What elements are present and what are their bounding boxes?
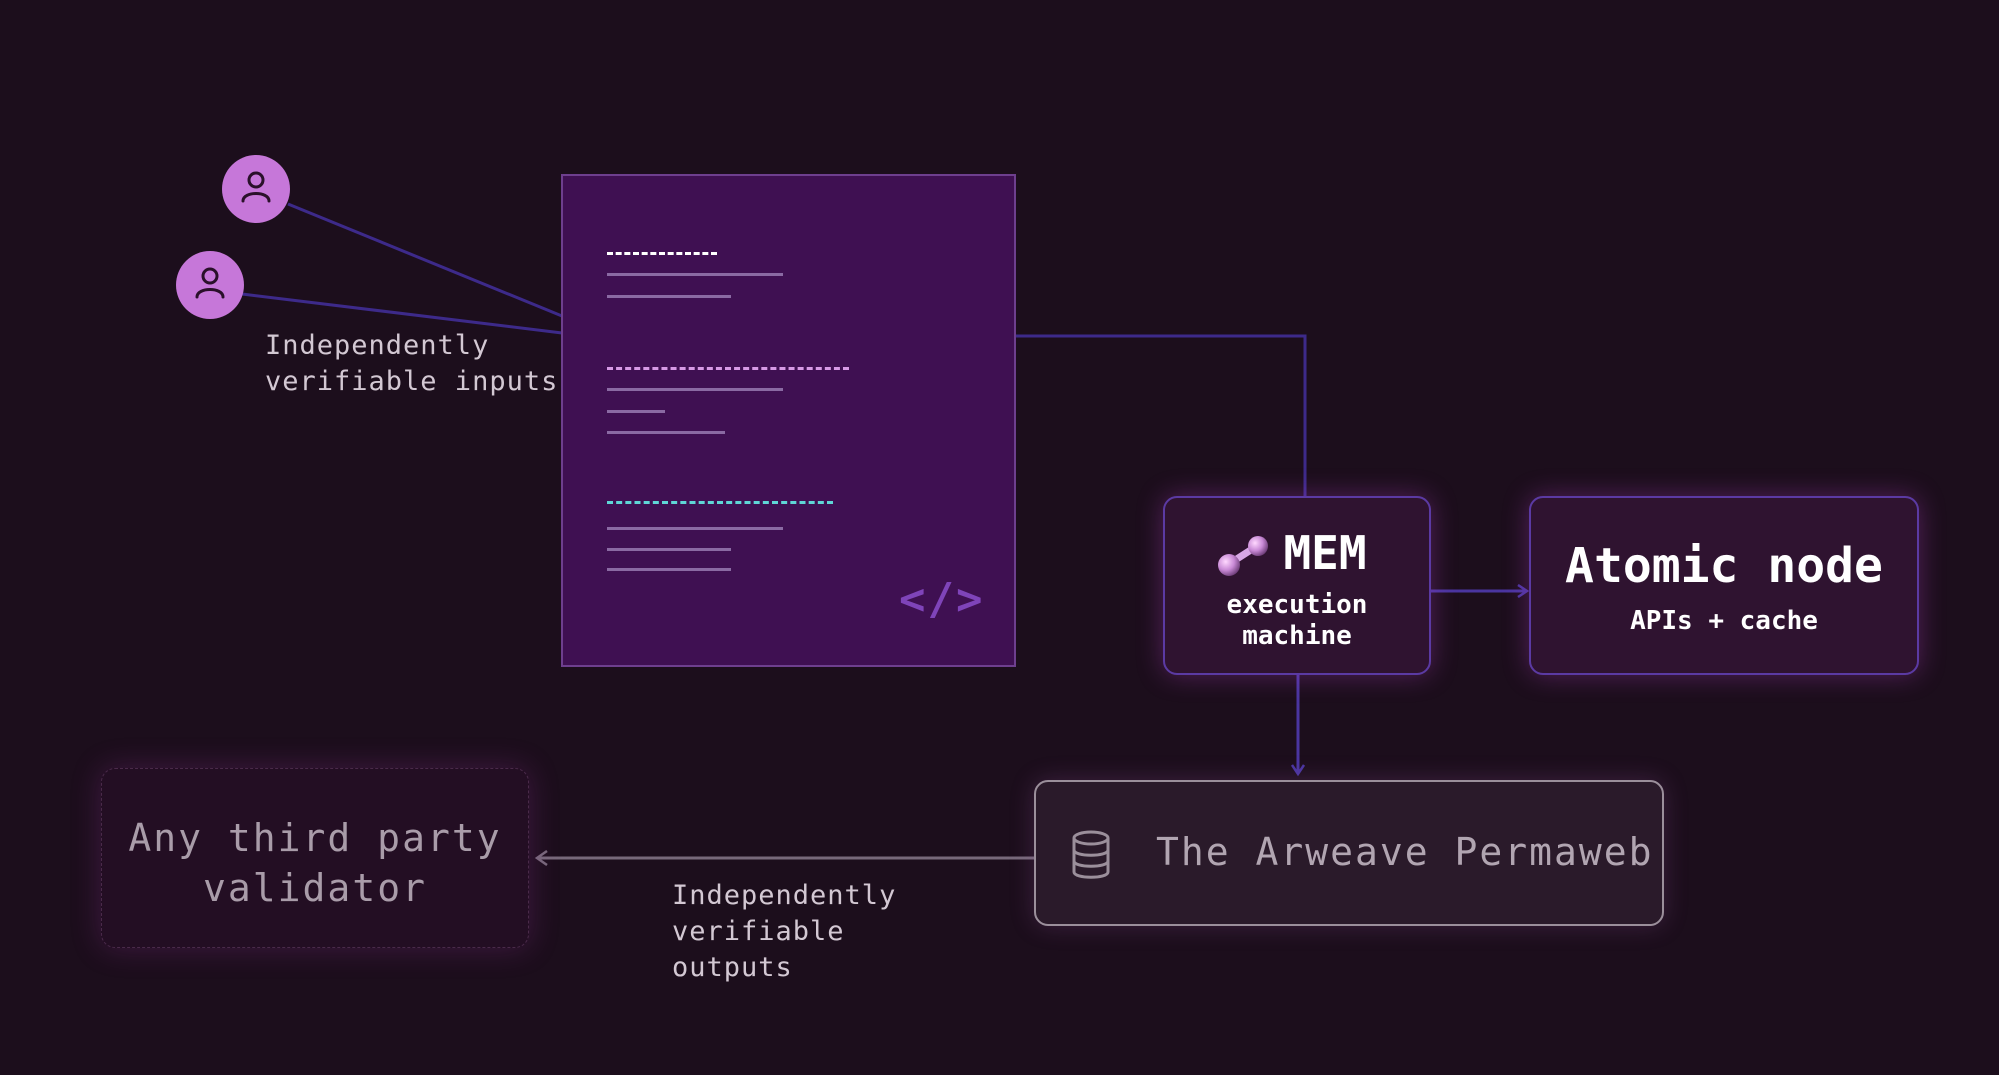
code-dash-line: [607, 367, 849, 370]
code-line: [607, 410, 665, 413]
permaweb-label: The Arweave Permaweb: [1156, 830, 1654, 874]
mem-node: MEM execution machine: [1163, 496, 1431, 675]
user-icon: [190, 263, 230, 307]
contract-to-mem-line: [1016, 334, 1307, 496]
code-dash-line: [607, 252, 717, 255]
inputs-label: Independently verifiable inputs: [265, 330, 559, 397]
atomic-title: Atomic node: [1565, 538, 1883, 594]
permaweb-node: The Arweave Permaweb: [1034, 780, 1664, 926]
user-icon: [236, 167, 276, 211]
validator-label: Any third party validator: [128, 816, 502, 910]
input-line-2: [241, 292, 563, 335]
outputs-label: Independently verifiable outputs: [672, 880, 897, 983]
mem-subtitle: execution machine: [1226, 590, 1368, 651]
validator-node: Any third party validator: [101, 768, 529, 948]
user-avatar-1: [222, 155, 290, 223]
database-icon: [1070, 830, 1112, 884]
code-line: [607, 295, 731, 298]
contract-document: </>: [561, 174, 1016, 667]
code-line: [607, 431, 725, 434]
atomic-node: Atomic node APIs + cache: [1529, 496, 1919, 675]
code-line: [607, 548, 731, 551]
code-icon: </>: [899, 574, 985, 625]
code-line: [607, 388, 783, 391]
code-line: [607, 527, 783, 530]
code-line: [607, 273, 783, 276]
mem-title: MEM: [1283, 526, 1367, 580]
atomic-subtitle: APIs + cache: [1630, 606, 1818, 636]
input-line-1: [287, 202, 563, 318]
user-avatar-2: [176, 251, 244, 319]
molecule-icon: [1215, 534, 1271, 582]
code-dash-line: [607, 501, 833, 504]
code-line: [607, 568, 731, 571]
